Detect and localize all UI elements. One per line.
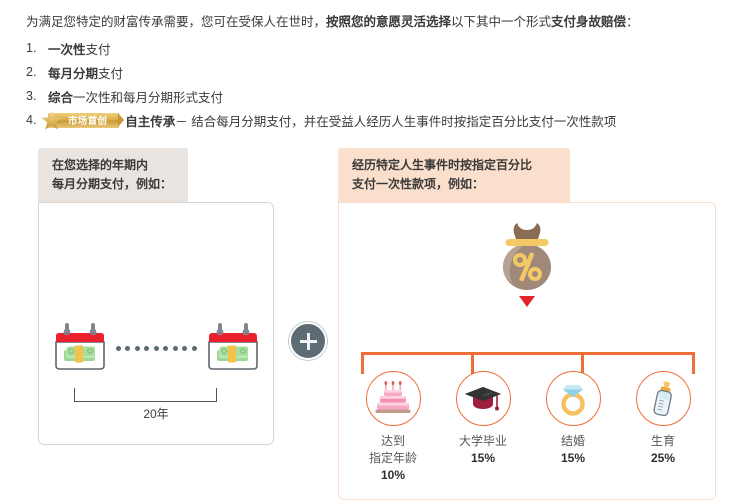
intro-text-part-1: 为满足您特定的财富传承需要，您可在受保人在世时， [26,15,327,29]
birthday-cake-icon [375,380,411,413]
left-panel-header-line2: 每月分期支付，例如： [52,177,173,191]
baby-bottle-icon [653,381,672,416]
list-item: 3. 综合一次性和每月分期形式支付 [26,84,726,108]
list-item-bold: 一次性 [48,42,86,57]
list-item-bold: 自主传承 [125,114,176,129]
money-bag-group [339,219,715,307]
timeline-dot [134,345,140,351]
event-label: 达到 指定年龄 [369,433,417,467]
timeline-dot [172,345,178,351]
list-item-number: 2. [26,65,37,79]
tree-branch-line [692,352,695,374]
event-label-line1: 大学毕业 [458,434,507,448]
right-panel-header-line2: 支付一次性款项，例如： [352,177,485,191]
left-panel-header-line1: 在您选择的年期内 [52,158,149,172]
lump-sum-events-panel: 经历特定人生事件时按指定百分比 支付一次性款项，例如： [338,148,716,500]
event-icon-circle [635,371,691,426]
market-first-badge: 市场首创 [41,109,125,130]
timeline-dot [191,345,197,351]
left-panel-body: 20年 [38,202,274,445]
timeline-dot [144,345,149,351]
life-event-item: 大学毕业 15% [441,371,525,484]
calendar-money-icon [54,323,105,370]
list-item: 4. 市场首创 自主传承－ 结合每月分期支付，并在受益人经历人生事件时按指定百分… [26,108,726,132]
intro-text-part-2: 以下其中一个形式 [451,15,552,29]
list-item-rest: 支付 [98,66,124,81]
list-item-text: 综合一次性和每月分期形式支付 [48,87,223,106]
timeline-dot [115,345,121,351]
event-label: 大学毕业 [459,433,507,450]
list-item-number: 1. [26,41,37,55]
event-label-line1: 生育 [650,434,675,448]
list-item-number: 4. [26,113,37,127]
calendar-money-icon [207,323,258,370]
list-item-text: 一次性支付 [48,39,111,58]
list-item-rest: － 结合每月分期支付，并在受益人经历人生事件时按指定百分比支付一次性款项 [175,114,617,129]
calendar-timeline [39,321,273,375]
payout-options-list: 1. 一次性支付 2. 每月分期支付 3. 综合一次性和每月分期形式支付 4. … [26,36,726,132]
life-event-item: 结婚 15% [531,371,615,484]
star-icon [41,109,62,130]
event-percent: 15% [560,451,586,465]
graduation-cap-icon [465,386,501,410]
event-icon-circle [545,371,601,426]
timeline-dot [153,345,159,351]
event-percent: 15% [470,451,496,465]
life-event-item: 达到 指定年龄 10% [351,371,435,484]
plus-icon-vertical-bar [306,332,310,350]
list-item-rest: 支付 [85,42,111,57]
timeline-dot [163,345,168,351]
event-label-line1: 达到 [380,434,405,448]
intro-text-bold-2: 支付身故赔偿 [551,15,627,29]
monthly-installment-panel: 在您选择的年期内 每月分期支付，例如： [38,148,274,445]
list-item-text: 每月分期支付 [48,63,123,82]
left-panel-header: 在您选择的年期内 每月分期支付，例如： [38,148,188,202]
wedding-ring-icon [561,384,585,416]
timeline-dot [125,345,130,351]
intro-text-bold-1: 按照您的意愿灵活选择 [326,15,452,29]
arrow-down-icon [519,296,535,307]
right-panel-header: 经历特定人生事件时按指定百分比 支付一次性款项，例如： [338,148,570,202]
list-item-bold: 每月分期 [48,66,99,81]
event-label-line1: 结婚 [560,434,585,448]
list-item: 1. 一次性支付 [26,36,726,60]
money-bag-percent-icon [503,223,551,290]
right-panel-body: 达到 指定年龄 10% 大学 [338,202,716,500]
tree-branch-line [471,352,474,374]
intro-line: 为满足您特定的财富传承需要，您可在受保人在世时，按照您的意愿灵活选择以下其中一个… [26,14,716,30]
term-label: 20年 [143,407,169,421]
life-event-item: 生育 25% [621,371,705,484]
list-item-number: 3. [26,89,37,103]
list-item-rest: 一次性和每月分期形式支付 [73,90,224,105]
event-percent: 10% [380,468,406,482]
timeline-dot [182,345,187,351]
list-item-text: 自主传承－ 结合每月分期支付，并在受益人经历人生事件时按指定百分比支付一次性款项 [125,111,616,130]
badge-ribbon-label: 市场首创 [48,112,125,128]
tree-branch-line [581,352,584,374]
timeline-dots [115,345,197,351]
event-connector-tree [361,352,695,374]
term-bracket [74,388,217,402]
event-label-line2: 指定年龄 [368,451,417,465]
event-icon-circle [365,371,421,426]
plus-icon [289,322,327,360]
event-percent: 25% [650,451,676,465]
event-label: 生育 [651,433,675,450]
right-panel-header-line1: 经历特定人生事件时按指定百分比 [352,158,533,172]
tree-branch-line [361,352,364,374]
intro-text-part-3: ： [626,15,639,29]
intro-paragraph: 为满足您特定的财富传承需要，您可在受保人在世时，按照您的意愿灵活选择以下其中一个… [26,14,716,30]
event-label: 结婚 [561,433,585,450]
tree-horizontal-line [361,352,695,355]
life-events-row: 达到 指定年龄 10% 大学 [351,371,705,484]
event-icon-circle [455,371,511,426]
list-item-bold: 综合 [48,90,74,105]
list-item: 2. 每月分期支付 [26,60,726,84]
